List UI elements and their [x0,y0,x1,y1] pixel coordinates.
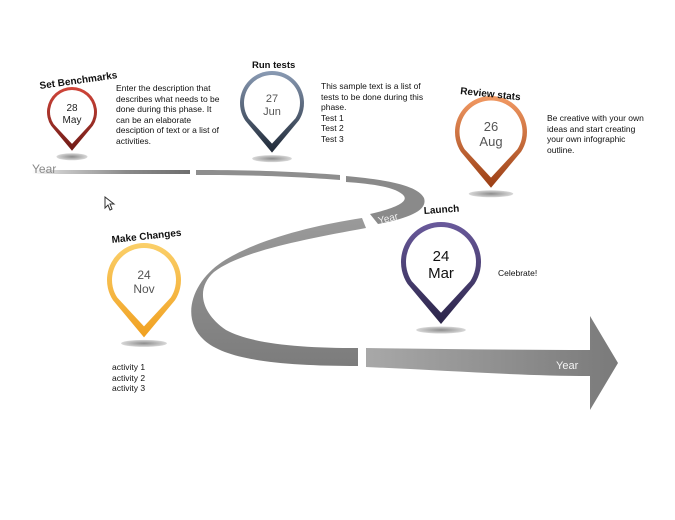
description-line: Test 1 [321,112,344,123]
pin-inner [50,90,95,144]
road-segment-top-2 [196,170,340,180]
road-segment-bottom [366,316,618,410]
description-line: outline. [547,144,575,155]
description-line: activity 1 [112,362,146,372]
description-line: activity 2 [112,372,146,383]
pin-day: 28 [66,103,78,114]
description-line: ideas and start creating [547,123,636,134]
description-line: desciption of text or a list of [116,125,219,136]
pin-month: Mar [428,265,454,282]
pin-shadow [468,190,514,198]
description-line: Be creative with your own [547,113,644,123]
road-segment-top-3 [346,176,425,224]
description-line: describes what needs to be [116,93,220,104]
year-label-text: Year [32,162,56,176]
year-label-text: Year [377,211,400,227]
description-line: phase. [321,102,347,113]
year-label-1: Year [32,162,56,176]
road-segment-top [32,170,190,174]
year-label-3: Year [556,360,579,372]
description-line: your own infographic [547,134,626,145]
description-line: tests to be done during this [321,91,424,102]
pin-inner [112,248,176,327]
pin-inner [244,74,301,144]
pin-shadow [416,326,466,334]
pin-day: 24 [433,248,450,265]
description-line: Test 2 [321,123,344,134]
pin-month: Nov [133,282,154,296]
pin-month: May [63,115,82,126]
description-line: activities. [116,135,151,146]
description-line: can be an elaborate [116,114,192,125]
description-line: Test 3 [321,133,344,144]
milestone-title: Launch [423,204,459,217]
year-label-text: Year [556,360,579,372]
pin-inner [459,100,523,178]
pin-month: Aug [479,134,502,149]
pin-shadow [121,339,167,347]
description-line: activity 3 [112,383,146,394]
pin-day: 24 [137,268,151,282]
pin-day: 26 [484,119,498,134]
pin-month: Jun [263,106,281,118]
pin-shadow [56,153,88,161]
year-label-2: Year [377,211,400,227]
description-launch: Celebrate! [498,268,537,279]
description-line: done during this phase. It [116,104,212,115]
pin-shadow [252,155,292,163]
milestone-title: Run tests [252,60,295,71]
mouse-cursor-icon [104,196,116,211]
pin-day: 27 [266,93,278,105]
pin-inner [406,226,476,313]
description-line: Celebrate! [498,268,538,278]
description-line: This sample text is a list of [321,81,421,91]
road-segment-middle [191,218,366,366]
description-line: Enter the description that [116,83,211,93]
